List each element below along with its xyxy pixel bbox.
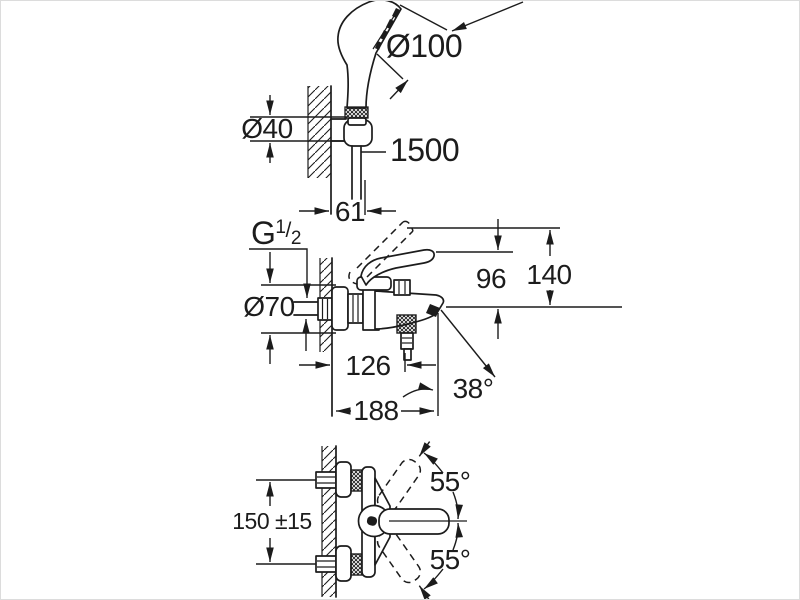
- dim-label-holder-projection: 61: [335, 196, 365, 227]
- lever-closed: [360, 248, 435, 286]
- handle-collar: [347, 117, 367, 126]
- dim-height-140: 140: [407, 227, 622, 308]
- dim-head-diameter: Ø100: [376, 1, 524, 100]
- dim-lever-angle-up: 55°: [418, 441, 471, 520]
- diverter-knob: [393, 279, 411, 296]
- handle-knurl-ring: [344, 106, 369, 119]
- spout: [374, 290, 445, 330]
- dim-label-offset-126: 126: [345, 350, 390, 381]
- shower-outlet-connector: [396, 314, 417, 361]
- dim-projection-188: 188: [336, 313, 439, 426]
- spray-face-slots: [374, 7, 401, 50]
- nipple-bottom: [350, 553, 363, 576]
- escutcheon-bottom: [335, 545, 352, 582]
- dim-height-96: 96: [436, 219, 513, 339]
- dim-thread-size: G1/2: [249, 215, 311, 351]
- nipple-top: [350, 469, 363, 492]
- supply-nut-bottom: [315, 555, 337, 573]
- dim-label-connection-distance: 150 ±15: [232, 508, 311, 534]
- dim-label-lever-angle-up: 55°: [430, 466, 471, 497]
- dim-connection-distance: 150 ±15: [232, 479, 316, 565]
- dim-label-spout-angle: 38°: [453, 373, 494, 404]
- dim-label-height-96: 96: [476, 263, 506, 294]
- dim-label-head-diameter: Ø100: [386, 28, 462, 64]
- dim-offset-126: 126: [299, 350, 436, 381]
- union-nut: [347, 293, 364, 324]
- escutcheon: [331, 286, 349, 331]
- dim-escutcheon-diameter: Ø70: [243, 252, 336, 364]
- dim-label-height-140: 140: [526, 259, 571, 290]
- wall-mixer-top: [321, 445, 337, 598]
- holder-arm: [330, 118, 347, 142]
- wall-hatch: [322, 446, 336, 597]
- dim-label-thread-size: G1/2: [251, 215, 301, 251]
- supply-pipe: [293, 301, 319, 316]
- dim-label-holder-diameter: Ø40: [241, 113, 292, 144]
- dim-holder-diameter: Ø40: [241, 95, 347, 163]
- cartridge-mark: [366, 516, 378, 526]
- dim-holder-projection: 61: [299, 180, 396, 227]
- wall-hatch: [308, 86, 331, 178]
- shower-head: [337, 0, 402, 109]
- dim-lever-angle-down: 55°: [418, 522, 471, 600]
- supply-nut-top: [315, 471, 337, 489]
- dim-label-hose-length: 1500: [390, 132, 459, 168]
- escutcheon-top: [335, 461, 352, 498]
- hand-shower: [330, 0, 402, 200]
- mixer-top: [315, 458, 467, 584]
- wall-hand-shower: [307, 85, 332, 215]
- dim-spout-angle: 38°: [402, 309, 496, 404]
- lever-open-dashed: [348, 220, 414, 285]
- dim-label-projection-188: 188: [353, 395, 398, 426]
- dim-hose-length: 1500: [361, 132, 460, 168]
- mixer-front: [293, 220, 445, 361]
- dim-label-escutcheon-diameter: Ø70: [243, 291, 294, 322]
- wall-mixer-front: [319, 257, 333, 417]
- supply-nut: [317, 297, 333, 321]
- spout-outlet: [426, 304, 440, 317]
- dim-label-lever-angle-down: 55°: [430, 544, 471, 575]
